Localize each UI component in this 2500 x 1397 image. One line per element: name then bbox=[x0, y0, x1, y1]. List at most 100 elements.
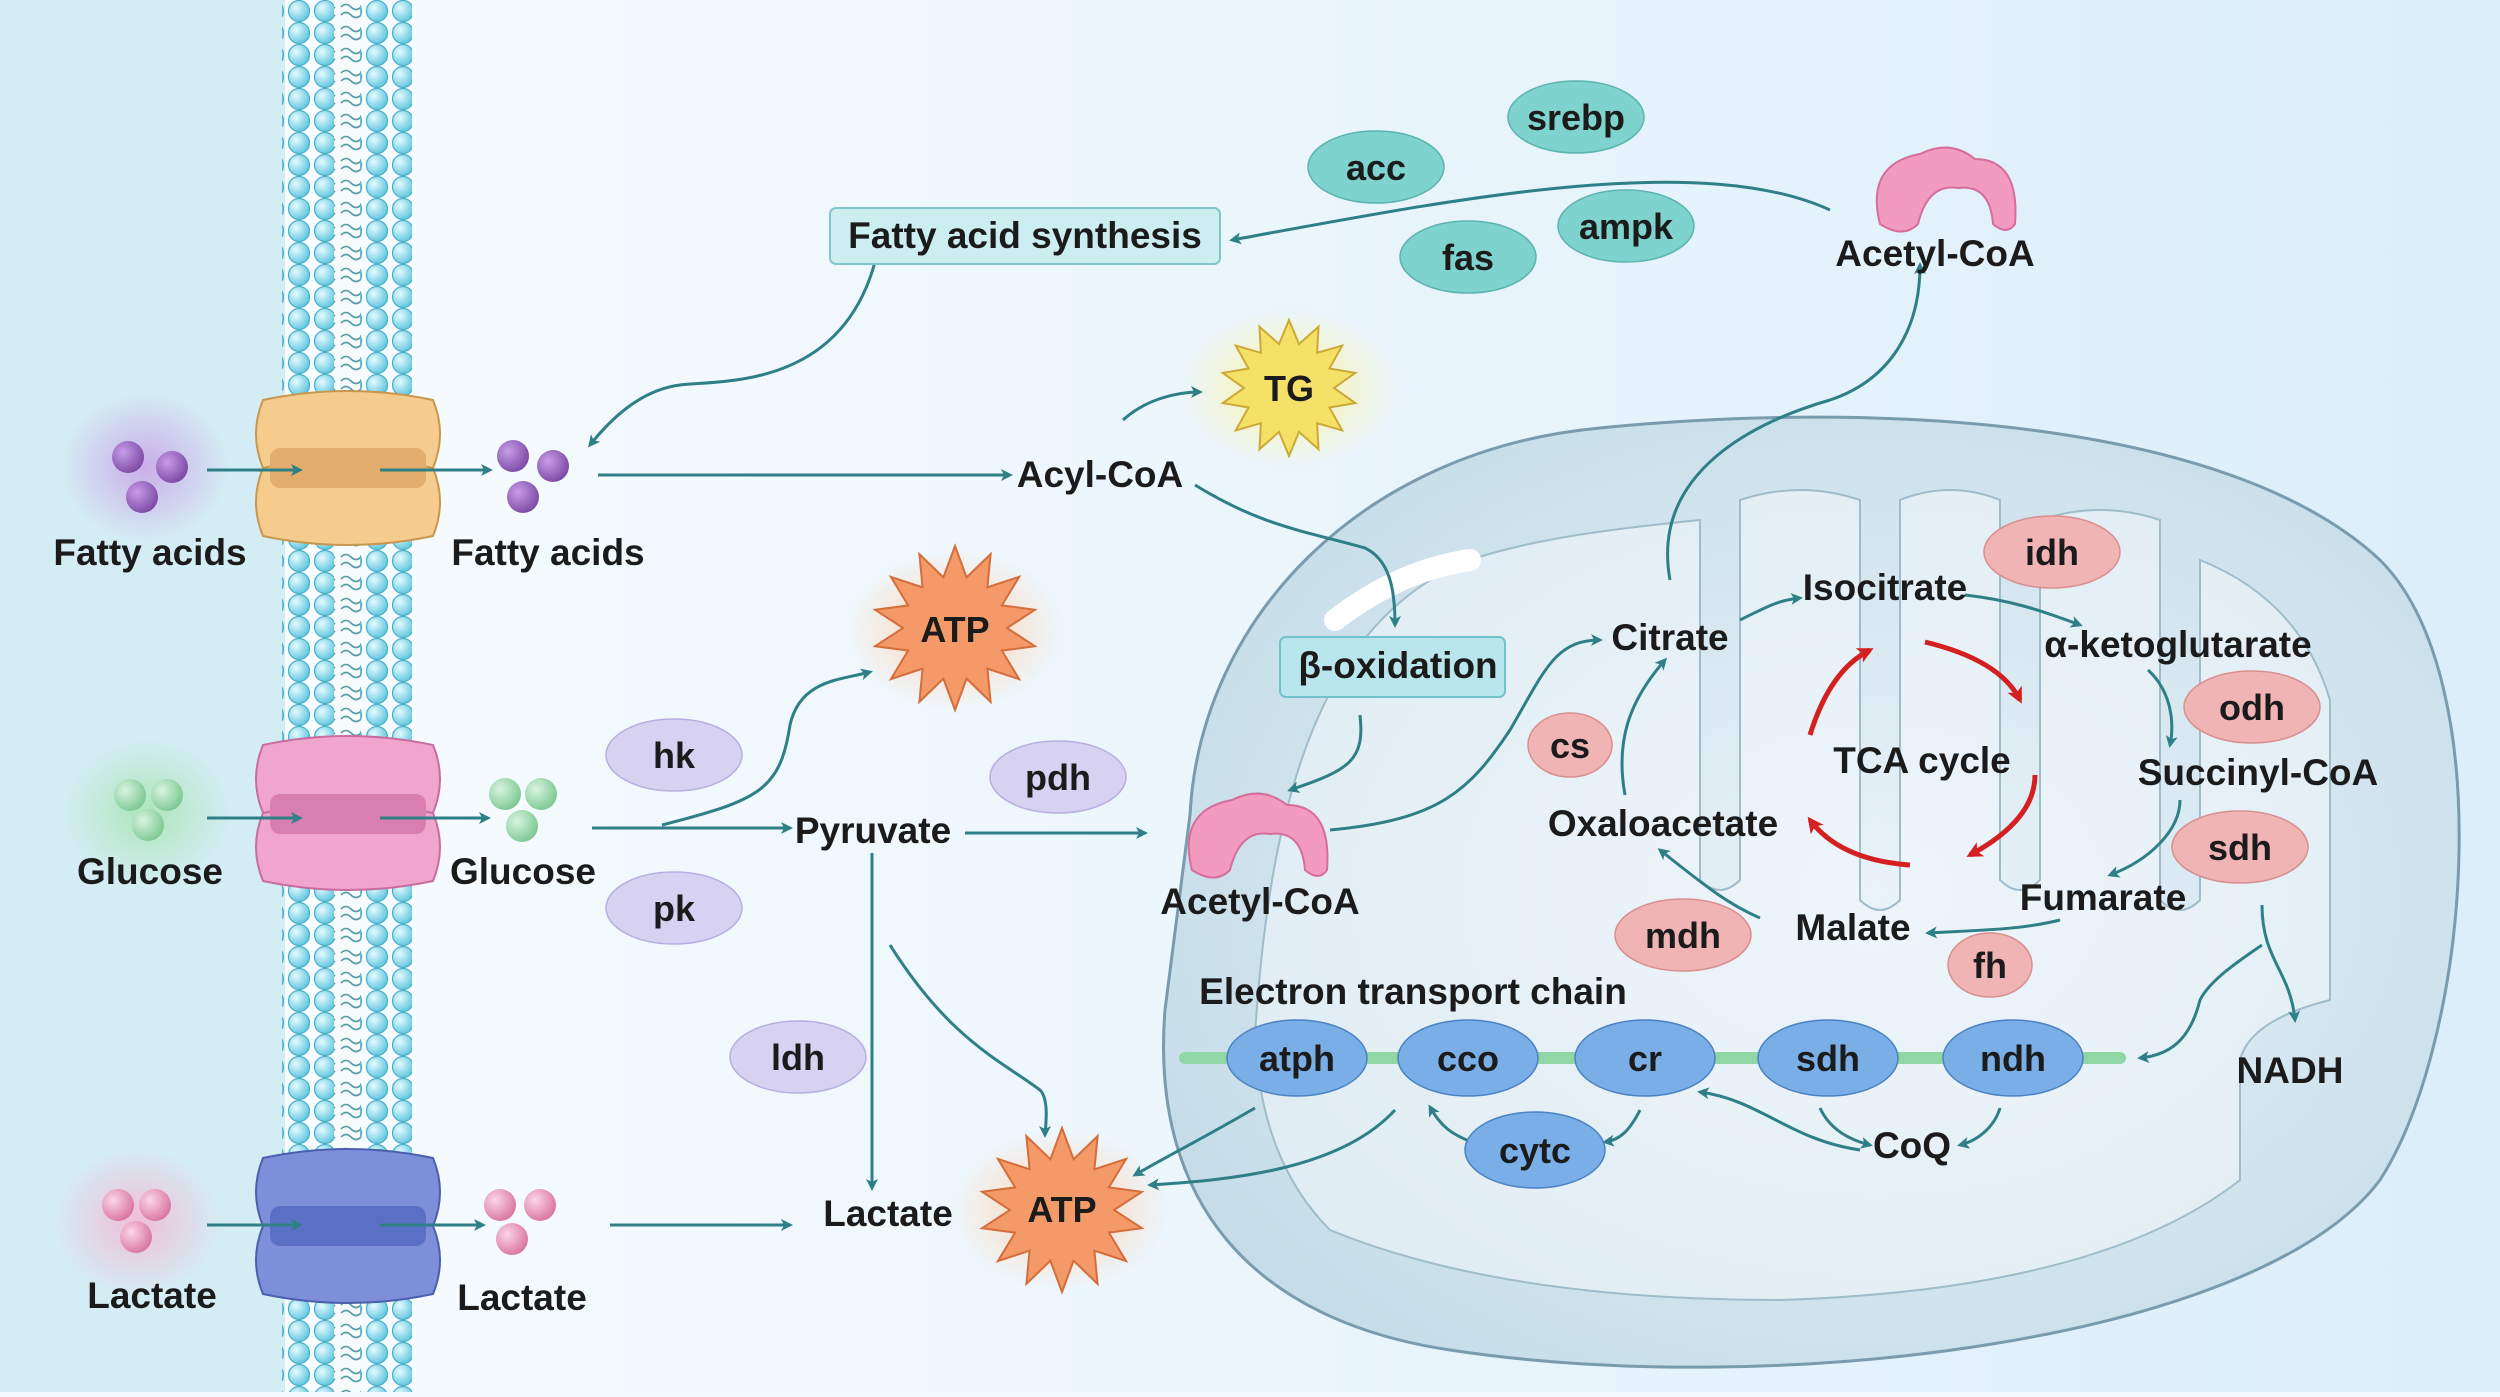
tca-cycle-arrow-2 bbox=[1966, 774, 2038, 858]
etc-complex-cr bbox=[1574, 1019, 1716, 1097]
pyruvate-to-atp-arrow bbox=[888, 944, 1052, 1138]
acetyl-coa-top-icon bbox=[1875, 146, 2017, 233]
ldh-label: ldh bbox=[771, 1037, 825, 1078]
sdh-tca-ellipse bbox=[2171, 810, 2309, 884]
pk-ellipse bbox=[605, 871, 743, 945]
fatty-acids-outside-label: Fatty acids bbox=[53, 532, 246, 573]
cs-label: cs bbox=[1550, 725, 1590, 766]
acetyl-coa-mito-label: Acetyl-CoA bbox=[1160, 881, 1359, 922]
atph-to-atp-arrow bbox=[1132, 1106, 1256, 1177]
acylcoa-to-betaox-arrow bbox=[1194, 483, 1401, 628]
hk-ellipse bbox=[605, 718, 743, 792]
cytc-ellipse bbox=[1464, 1111, 1606, 1189]
etc-complex-atph bbox=[1226, 1019, 1368, 1097]
tca-cycle-arrow-3 bbox=[1807, 816, 1911, 868]
odh-ellipse bbox=[2183, 670, 2321, 744]
etc-complex-atph-label: atph bbox=[1259, 1038, 1335, 1079]
betaox-to-acetylcoa-arrow bbox=[1287, 714, 1363, 793]
ampk-ellipse bbox=[1557, 189, 1695, 263]
fas-ellipse bbox=[1399, 220, 1537, 294]
srebp-ellipse bbox=[1507, 80, 1645, 154]
sdh-to-nadh-arrow bbox=[2260, 904, 2301, 1023]
isocitrate-label: Isocitrate bbox=[1803, 567, 1968, 608]
sdh-to-etc-arrow bbox=[2137, 943, 2263, 1064]
fatty-acid-synthesis-box bbox=[829, 207, 1221, 265]
lactate-molecules-outside bbox=[102, 1189, 171, 1253]
pdh-label: pdh bbox=[1025, 757, 1091, 798]
citrate-label: Citrate bbox=[1611, 617, 1728, 658]
ndh-to-coq-arrow bbox=[1957, 1107, 2002, 1149]
idh-ellipse bbox=[1983, 515, 2121, 589]
tca-cycle-arrow-4 bbox=[1807, 647, 1874, 736]
nadh-label: NADH bbox=[2237, 1050, 2344, 1091]
coq-label: CoQ bbox=[1873, 1125, 1951, 1166]
atp-bottom-label: ATP bbox=[1027, 1189, 1096, 1230]
fatty-acid-transporter bbox=[255, 390, 441, 546]
acetyl-coa-top-label: Acetyl-CoA bbox=[1835, 233, 2034, 274]
fh-ellipse bbox=[1947, 932, 2033, 998]
cr-to-cytc-arrow bbox=[1602, 1109, 1642, 1147]
tca-cycle-label: TCA cycle bbox=[1833, 740, 2011, 781]
malate-to-oxaloacetate-arrow bbox=[1657, 848, 1761, 920]
tca-cycle-arrow-1 bbox=[1924, 639, 2023, 704]
acetylcoa-to-citrate-arrow bbox=[1329, 634, 1603, 832]
tg-label: TG bbox=[1264, 368, 1314, 409]
atp-bottom-star bbox=[979, 1125, 1145, 1295]
ampk-label: ampk bbox=[1579, 206, 1674, 247]
glucose-outside-label: Glucose bbox=[77, 851, 223, 892]
succinylcoa-to-fumarate-arrow bbox=[2107, 799, 2182, 878]
fas-to-fa-arrow bbox=[588, 261, 877, 448]
etc-complex-cco bbox=[1397, 1019, 1539, 1097]
etc-complex-cr-label: cr bbox=[1628, 1038, 1662, 1079]
coq-to-cr-arrow bbox=[1697, 1087, 1861, 1152]
fumarate-label: Fumarate bbox=[2020, 877, 2187, 918]
etc-complex-sdh-label: sdh bbox=[1796, 1038, 1860, 1079]
akg-to-succinylcoa-arrow bbox=[2146, 668, 2178, 748]
etc-complex-ndh-label: ndh bbox=[1980, 1038, 2046, 1079]
idh-label: idh bbox=[2025, 532, 2079, 573]
lactate-molecules-inside bbox=[484, 1189, 556, 1255]
acetyl-to-fas-arrow bbox=[1229, 180, 1831, 245]
malate-label: Malate bbox=[1795, 907, 1910, 948]
glucose-molecules-outside bbox=[114, 779, 183, 841]
alpha-ketoglutarate-label: α-ketoglutarate bbox=[2044, 624, 2311, 665]
etc-complex-sdh bbox=[1757, 1019, 1899, 1097]
fatty-acids-inside-label: Fatty acids bbox=[451, 532, 644, 573]
acetyl-coa-mito-icon bbox=[1187, 792, 1329, 879]
hk-label: hk bbox=[653, 735, 696, 776]
lactate-label: Lactate bbox=[823, 1193, 953, 1234]
ldh-ellipse bbox=[729, 1020, 867, 1094]
glucose-to-atp-arrow bbox=[661, 668, 873, 827]
pdh-ellipse bbox=[989, 740, 1127, 814]
fatty-acid-molecules-outside bbox=[112, 441, 188, 513]
fumarate-to-malate-arrow bbox=[1925, 918, 2061, 939]
etc-complex-ndh bbox=[1942, 1019, 2084, 1097]
citrate-to-acetylcoa-export-arrow bbox=[1666, 262, 1926, 581]
acyl-coa-label: Acyl-CoA bbox=[1017, 454, 1184, 495]
lactate-outside-label: Lactate bbox=[87, 1275, 217, 1316]
etc-complex-cco-label: cco bbox=[1437, 1038, 1499, 1079]
pyruvate-label: Pyruvate bbox=[795, 810, 951, 851]
tg-star bbox=[1220, 317, 1358, 459]
fatty-acid-synthesis-label: Fatty acid synthesis bbox=[848, 215, 1202, 256]
glucose-inside-label: Glucose bbox=[450, 851, 596, 892]
oxaloacetate-label: Oxaloacetate bbox=[1548, 803, 1778, 844]
acc-label: acc bbox=[1346, 147, 1406, 188]
lactate-inside-label: Lactate bbox=[457, 1277, 587, 1318]
mdh-label: mdh bbox=[1645, 915, 1721, 956]
acc-ellipse bbox=[1307, 130, 1445, 204]
etc-title-label: Electron transport chain bbox=[1199, 971, 1627, 1012]
beta-oxidation-box bbox=[1279, 636, 1506, 698]
citrate-to-isocitrate-arrow bbox=[1739, 592, 1803, 622]
mdh-ellipse bbox=[1614, 898, 1752, 972]
cs-ellipse bbox=[1527, 712, 1613, 778]
srebp-label: srebp bbox=[1527, 97, 1625, 138]
fatty-acid-molecules-inside bbox=[497, 440, 569, 513]
sdh-to-coq-arrow bbox=[1818, 1107, 1873, 1149]
beta-oxidation-label: β-oxidation bbox=[1298, 645, 1497, 686]
fh-label: fh bbox=[1973, 945, 2007, 986]
cytc-label: cytc bbox=[1499, 1130, 1571, 1171]
glucose-molecules-inside bbox=[489, 778, 557, 842]
oxaloacetate-to-citrate-arrow bbox=[1620, 657, 1667, 796]
